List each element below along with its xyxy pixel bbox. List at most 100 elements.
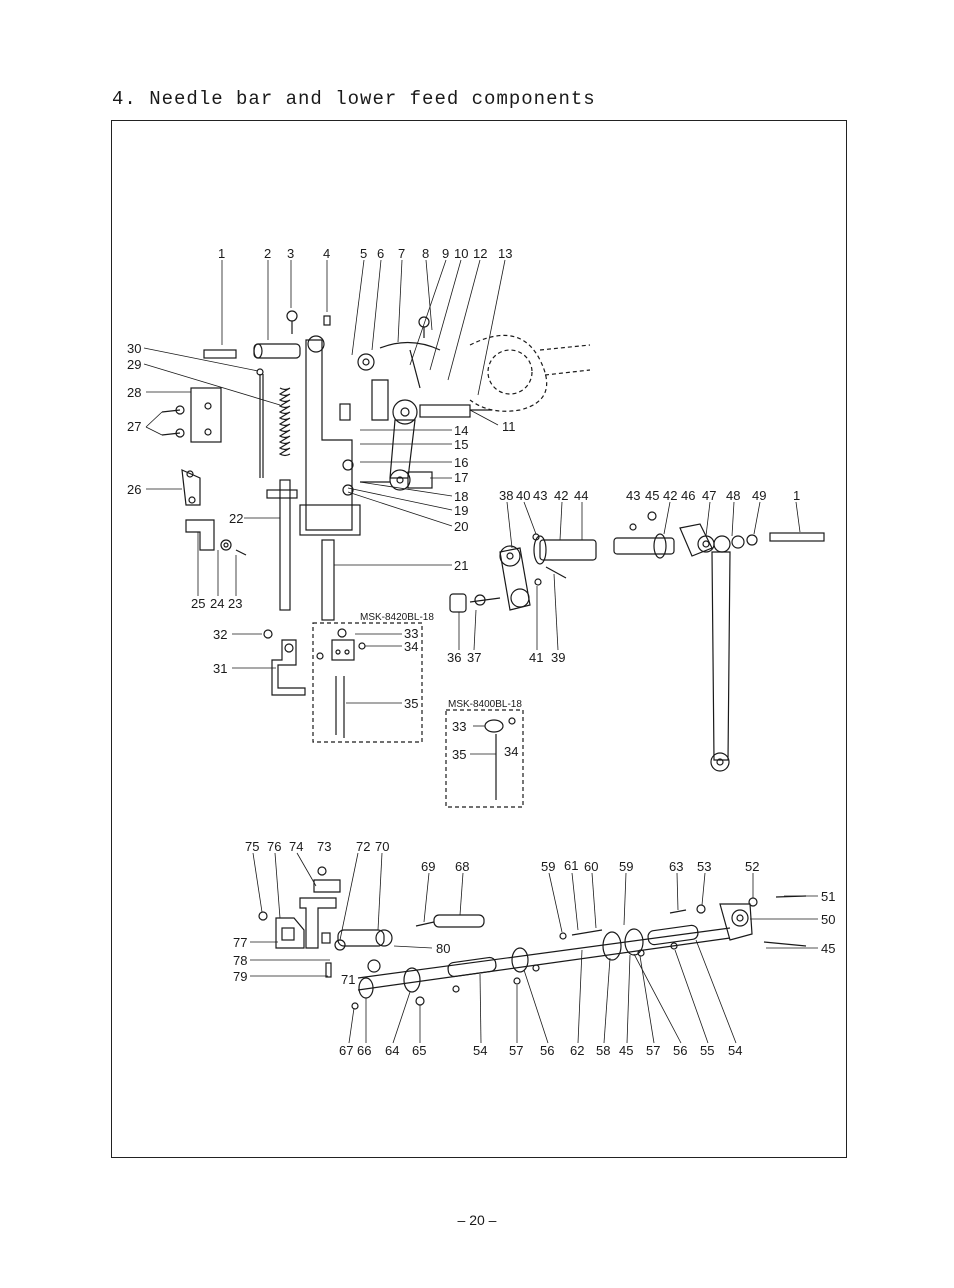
callout: 33 xyxy=(404,626,418,641)
callout: 46 xyxy=(681,488,695,503)
page-title: 4. Needle bar and lower feed components xyxy=(112,88,596,110)
callout: 52 xyxy=(745,859,759,874)
callout: 41 xyxy=(529,650,543,665)
callout: 35 xyxy=(452,747,466,762)
part-plate xyxy=(190,387,222,443)
callout: 28 xyxy=(127,385,141,400)
callout: 13 xyxy=(498,246,512,261)
callout: 66 xyxy=(357,1043,371,1058)
callout: 43 xyxy=(626,488,640,503)
callout: 51 xyxy=(821,889,835,904)
callout: 17 xyxy=(454,470,468,485)
page-number: – 20 – xyxy=(457,1212,497,1228)
callout: 78 xyxy=(233,953,247,968)
callout: 65 xyxy=(412,1043,426,1058)
callout: 54 xyxy=(728,1043,742,1058)
callout: 47 xyxy=(702,488,716,503)
callout: 6 xyxy=(377,246,384,261)
callout: 59 xyxy=(619,859,633,874)
callout: 45 xyxy=(619,1043,633,1058)
callout: 74 xyxy=(289,839,303,854)
callout: 59 xyxy=(541,859,555,874)
callout: 22 xyxy=(229,511,243,526)
callout: 43 xyxy=(533,488,547,503)
callout: 10 xyxy=(454,246,468,261)
variant-label: MSK-8420BL-18 xyxy=(360,612,434,623)
callout: 30 xyxy=(127,341,141,356)
callout: 5 xyxy=(360,246,367,261)
callout: 9 xyxy=(442,246,449,261)
callout: 18 xyxy=(454,489,468,504)
callout: 14 xyxy=(454,423,468,438)
callout: 19 xyxy=(454,503,468,518)
callout: 2 xyxy=(264,246,271,261)
callout: 69 xyxy=(421,859,435,874)
callout: 55 xyxy=(700,1043,714,1058)
callout: 12 xyxy=(473,246,487,261)
callout: 36 xyxy=(447,650,461,665)
callout: 33 xyxy=(452,719,466,734)
callout: 70 xyxy=(375,839,389,854)
callout: 71 xyxy=(341,972,355,987)
callout: 67 xyxy=(339,1043,353,1058)
callout: 58 xyxy=(596,1043,610,1058)
callout: 45 xyxy=(645,488,659,503)
part-key xyxy=(203,349,237,359)
callout: 7 xyxy=(398,246,405,261)
callout: 72 xyxy=(356,839,370,854)
callout: 1 xyxy=(218,246,225,261)
callout: 49 xyxy=(752,488,766,503)
callout: 31 xyxy=(213,661,227,676)
variant-label: MSK-8400BL-18 xyxy=(448,699,522,710)
callout: 40 xyxy=(516,488,530,503)
callout: 56 xyxy=(540,1043,554,1058)
callout: 34 xyxy=(504,744,518,759)
callout: 37 xyxy=(467,650,481,665)
diagram-frame xyxy=(111,120,847,1158)
callout: 57 xyxy=(646,1043,660,1058)
callout: 50 xyxy=(821,912,835,927)
callout: 35 xyxy=(404,696,418,711)
callout: 42 xyxy=(663,488,677,503)
callout: 11 xyxy=(502,419,516,434)
callout: 75 xyxy=(245,839,259,854)
callout: 60 xyxy=(584,859,598,874)
callout: 21 xyxy=(454,558,468,573)
callout: 61 xyxy=(564,858,578,873)
callout: 8 xyxy=(422,246,429,261)
callout: 80 xyxy=(436,941,450,956)
callout: 68 xyxy=(455,859,469,874)
callout: 1 xyxy=(793,488,800,503)
callout: 53 xyxy=(697,859,711,874)
callout: 73 xyxy=(317,839,331,854)
callout: 77 xyxy=(233,935,247,950)
callout: 29 xyxy=(127,357,141,372)
callout: 56 xyxy=(673,1043,687,1058)
callout: 32 xyxy=(213,627,227,642)
callout: 3 xyxy=(287,246,294,261)
callout: 54 xyxy=(473,1043,487,1058)
callout: 57 xyxy=(509,1043,523,1058)
callout: 4 xyxy=(323,246,330,261)
callout: 42 xyxy=(554,488,568,503)
callout: 24 xyxy=(210,596,224,611)
callout: 38 xyxy=(499,488,513,503)
callout: 26 xyxy=(127,482,141,497)
callout: 20 xyxy=(454,519,468,534)
callout: 34 xyxy=(404,639,418,654)
callout: 15 xyxy=(454,437,468,452)
callout: 45 xyxy=(821,941,835,956)
callout: 16 xyxy=(454,455,468,470)
callout: 63 xyxy=(669,859,683,874)
callout: 27 xyxy=(127,419,141,434)
callout: 76 xyxy=(267,839,281,854)
callout: 62 xyxy=(570,1043,584,1058)
callout: 48 xyxy=(726,488,740,503)
callout: 25 xyxy=(191,596,205,611)
callout: 64 xyxy=(385,1043,399,1058)
callout: 23 xyxy=(228,596,242,611)
callout: 44 xyxy=(574,488,588,503)
callout: 39 xyxy=(551,650,565,665)
callout: 79 xyxy=(233,969,247,984)
